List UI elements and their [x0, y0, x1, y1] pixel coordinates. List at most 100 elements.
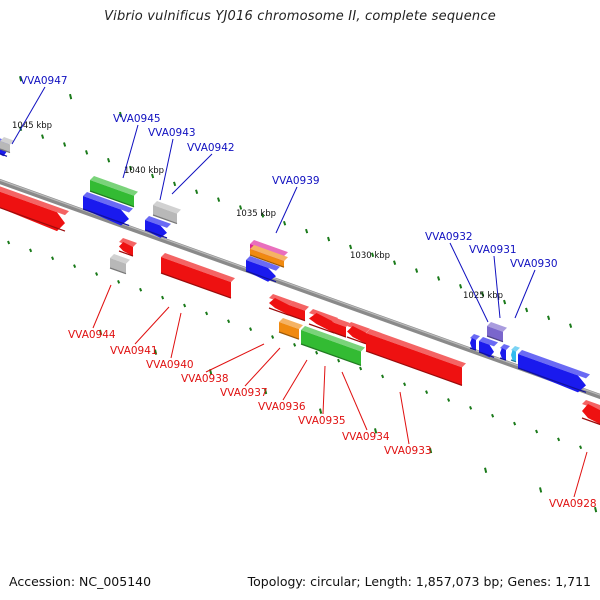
gene-feature	[499, 344, 510, 361]
callout-line	[170, 312, 182, 359]
tick-mark	[73, 264, 77, 268]
tick-mark	[107, 157, 111, 163]
gene-feature	[160, 253, 235, 299]
tick-marks	[7, 76, 598, 513]
tick-mark	[95, 272, 99, 276]
tick-mark	[129, 165, 133, 171]
tick-mark	[403, 382, 407, 387]
callout-line	[11, 86, 46, 145]
tick-mark	[569, 323, 573, 328]
gene-feature	[144, 216, 171, 239]
gene-feature	[510, 346, 520, 363]
gene-label-bottom: VVA0938	[181, 373, 229, 385]
callout-line	[399, 391, 410, 445]
tick-mark	[447, 398, 451, 402]
tick-mark	[535, 429, 539, 434]
gene-feature	[268, 294, 293, 316]
gene-feature	[89, 176, 138, 208]
gene-feature	[109, 254, 130, 275]
chromosome-backbone	[0, 178, 600, 400]
tick-mark	[249, 327, 253, 331]
gene-label-top: VVA0942	[187, 142, 235, 154]
tick-mark	[85, 150, 89, 155]
gene-features	[0, 137, 600, 426]
tick-mark	[119, 111, 123, 118]
callout-line	[159, 138, 174, 201]
tick-mark	[217, 197, 221, 202]
gene-feature	[249, 245, 288, 268]
tick-mark	[51, 256, 55, 261]
tick-mark	[7, 240, 11, 245]
tick-mark	[151, 173, 155, 179]
callout-line	[92, 284, 112, 329]
tick-mark	[594, 506, 598, 513]
gene-label-bottom: VVA0935	[298, 415, 346, 427]
chromosome-backbone-highlight	[0, 179, 600, 396]
callout-line	[493, 255, 501, 319]
tick-mark	[154, 349, 158, 355]
tick-mark	[183, 303, 187, 308]
callout-line	[514, 269, 536, 319]
tick-mark	[29, 248, 33, 253]
tick-mark	[371, 252, 375, 258]
tick-mark	[484, 467, 488, 473]
gene-feature	[346, 322, 370, 345]
gene-label-bottom: VVA0937	[220, 387, 268, 399]
gene-feature	[82, 192, 133, 227]
tick-mark	[393, 260, 397, 265]
gene-label-bottom: VVA0944	[68, 329, 116, 341]
tick-mark	[271, 335, 275, 339]
gene-label-top: VVA0943	[148, 127, 196, 139]
callout-line	[134, 306, 170, 345]
map-title: Vibrio vulnificus YJ016 chromosome II, c…	[104, 9, 496, 24]
gene-label-top: VVA0939	[272, 175, 320, 187]
tick-mark	[337, 358, 341, 363]
kbp-label: 1045 kbp	[12, 121, 52, 131]
tick-mark	[415, 268, 419, 273]
kbp-label: 1030 kbp	[350, 251, 390, 261]
gene-label-bottom: VVA0941	[110, 345, 158, 357]
kbp-label: 1035 kbp	[236, 209, 276, 219]
topology-summary: Topology: circular; Length: 1,857,073 bp…	[247, 574, 591, 589]
gene-feature	[469, 334, 480, 351]
tick-mark	[359, 366, 363, 371]
tick-mark	[195, 189, 199, 195]
tick-mark	[293, 342, 297, 347]
tick-mark	[429, 447, 433, 454]
kbp-label: 1025 kbp	[463, 291, 503, 301]
callout-line	[171, 153, 213, 195]
tick-mark	[557, 437, 561, 442]
gene-label-top: VVA0945	[113, 113, 161, 125]
callout-line	[573, 451, 588, 498]
tick-mark	[374, 428, 378, 434]
tick-mark	[19, 76, 23, 82]
gene-feature	[288, 301, 309, 322]
tick-mark	[579, 445, 583, 450]
tick-mark	[469, 405, 473, 410]
tick-mark	[117, 279, 121, 284]
tick-mark	[261, 213, 265, 218]
gene-label-top: VVA0930	[510, 258, 558, 270]
gene-feature	[365, 329, 466, 386]
gene-feature	[486, 322, 507, 343]
gene-feature	[152, 201, 181, 225]
tick-mark	[315, 350, 319, 355]
tick-mark	[319, 408, 323, 414]
gene-feature	[581, 400, 600, 426]
gene-feature	[478, 337, 498, 358]
tick-mark	[547, 315, 551, 321]
gene-feature	[0, 186, 69, 232]
tick-mark	[69, 93, 73, 100]
tick-mark	[327, 236, 331, 242]
tick-mark	[283, 220, 287, 226]
tick-mark	[173, 181, 177, 187]
tick-mark	[227, 319, 231, 324]
gene-feature	[517, 350, 590, 393]
tick-mark	[503, 299, 507, 305]
kbp-label: 1040 kbp	[124, 166, 164, 176]
gene-label-bottom: VVA0936	[258, 401, 306, 413]
callout-line	[244, 347, 281, 387]
tick-mark	[539, 487, 543, 493]
tick-mark	[63, 142, 67, 147]
